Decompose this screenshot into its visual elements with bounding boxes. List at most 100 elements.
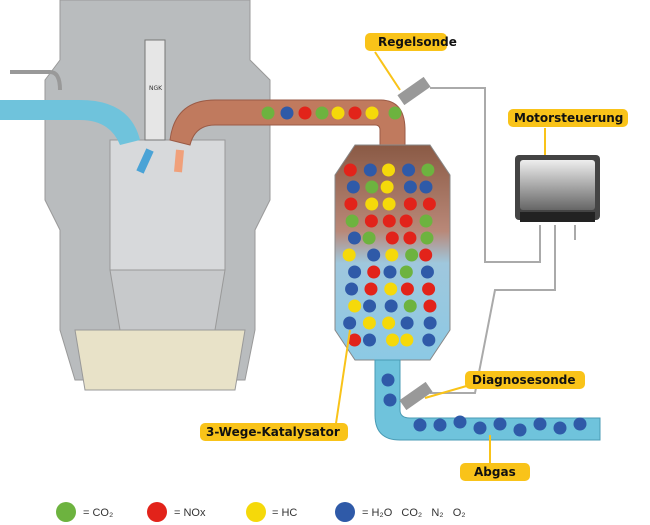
molecule xyxy=(385,231,399,245)
molecule xyxy=(419,180,433,194)
svg-text:Diagnosesonde: Diagnosesonde xyxy=(472,373,576,387)
svg-text:Abgas: Abgas xyxy=(474,465,516,479)
label-abgas: Abgas xyxy=(460,463,530,481)
molecule xyxy=(345,282,359,296)
molecule xyxy=(573,417,587,431)
legend-swatch-nox xyxy=(147,502,167,522)
molecule xyxy=(384,299,398,313)
molecule xyxy=(280,106,294,120)
molecule xyxy=(298,106,312,120)
molecule xyxy=(421,163,435,177)
molecule xyxy=(402,163,416,177)
molecule xyxy=(367,248,381,262)
molecule xyxy=(362,316,376,330)
label-motorsteuerung: Motorsteuerung xyxy=(508,109,628,127)
molecule xyxy=(513,423,527,437)
molecule xyxy=(493,417,507,431)
molecule xyxy=(331,106,345,120)
legend: = CO₂ = NOx = HC = H₂O CO₂ N₂ O₂ xyxy=(56,502,466,522)
cylinder xyxy=(109,139,226,271)
molecule xyxy=(420,231,434,245)
intake-arrow xyxy=(136,148,154,174)
molecule xyxy=(347,231,361,245)
molecule xyxy=(382,163,396,177)
molecule xyxy=(403,299,417,313)
molecule xyxy=(382,316,396,330)
molecule xyxy=(348,265,362,279)
molecule xyxy=(403,231,417,245)
molecule xyxy=(348,333,362,347)
molecule xyxy=(348,299,362,313)
molecule xyxy=(363,299,377,313)
molecule xyxy=(403,180,417,194)
connecting-rod xyxy=(109,269,226,331)
exhaust-arrow xyxy=(174,149,184,173)
molecule xyxy=(399,214,413,228)
molecule xyxy=(315,106,329,120)
molecule xyxy=(383,265,397,279)
molecule xyxy=(362,231,376,245)
svg-text:Motorsteuerung: Motorsteuerung xyxy=(514,111,623,125)
spark-plug-brand: NGK xyxy=(149,85,163,92)
molecule xyxy=(343,163,357,177)
molecule xyxy=(400,316,414,330)
molecule xyxy=(419,214,433,228)
regelsonde-sensor xyxy=(397,76,431,106)
diagnosesonde-sensor xyxy=(399,381,433,411)
molecule xyxy=(400,282,414,296)
molecule xyxy=(473,421,487,435)
molecule xyxy=(364,282,378,296)
molecule xyxy=(386,333,400,347)
molecule xyxy=(405,248,419,262)
sensor-wires xyxy=(430,87,576,394)
legend-swatch-hc xyxy=(246,502,266,522)
legend-co2: = CO₂ xyxy=(83,507,113,519)
legend-swatch-h2o xyxy=(335,502,355,522)
legend-h2o: = H₂O CO₂ N₂ O₂ xyxy=(362,507,466,519)
molecule xyxy=(420,265,434,279)
molecule xyxy=(342,248,356,262)
molecule xyxy=(381,373,395,387)
molecule xyxy=(365,106,379,120)
molecule xyxy=(419,248,433,262)
legend-swatch-co2 xyxy=(56,502,76,522)
molecule xyxy=(362,333,376,347)
molecule xyxy=(346,180,360,194)
molecule xyxy=(553,421,567,435)
molecule xyxy=(453,415,467,429)
molecule xyxy=(403,197,417,211)
intake-pipe xyxy=(0,100,140,145)
label-regelsonde: Regelsonde xyxy=(365,33,457,51)
molecule xyxy=(384,282,398,296)
molecule xyxy=(422,197,436,211)
molecule xyxy=(423,316,437,330)
engine-block: NGK xyxy=(0,0,271,391)
molecule xyxy=(365,197,379,211)
molecule xyxy=(399,265,413,279)
molecule xyxy=(388,106,402,120)
label-katalysator: 3-Wege-Katalysator xyxy=(200,423,348,441)
molecule xyxy=(422,333,436,347)
molecule xyxy=(380,180,394,194)
molecules xyxy=(261,106,587,437)
molecule xyxy=(345,214,359,228)
molecule xyxy=(364,214,378,228)
molecule xyxy=(382,214,396,228)
molecule xyxy=(365,180,379,194)
molecule xyxy=(382,197,396,211)
molecule xyxy=(367,265,381,279)
molecule xyxy=(261,106,275,120)
legend-nox: = NOx xyxy=(174,507,206,519)
molecule xyxy=(433,418,447,432)
molecule xyxy=(363,163,377,177)
molecule xyxy=(343,316,357,330)
svg-text:Regelsonde: Regelsonde xyxy=(378,35,457,49)
oil-pan xyxy=(74,329,246,391)
molecule xyxy=(533,417,547,431)
svg-text:3-Wege-Katalysator: 3-Wege-Katalysator xyxy=(206,425,340,439)
molecule xyxy=(423,299,437,313)
molecule xyxy=(413,418,427,432)
label-diagnosesonde: Diagnosesonde xyxy=(465,371,585,389)
molecule xyxy=(383,393,397,407)
